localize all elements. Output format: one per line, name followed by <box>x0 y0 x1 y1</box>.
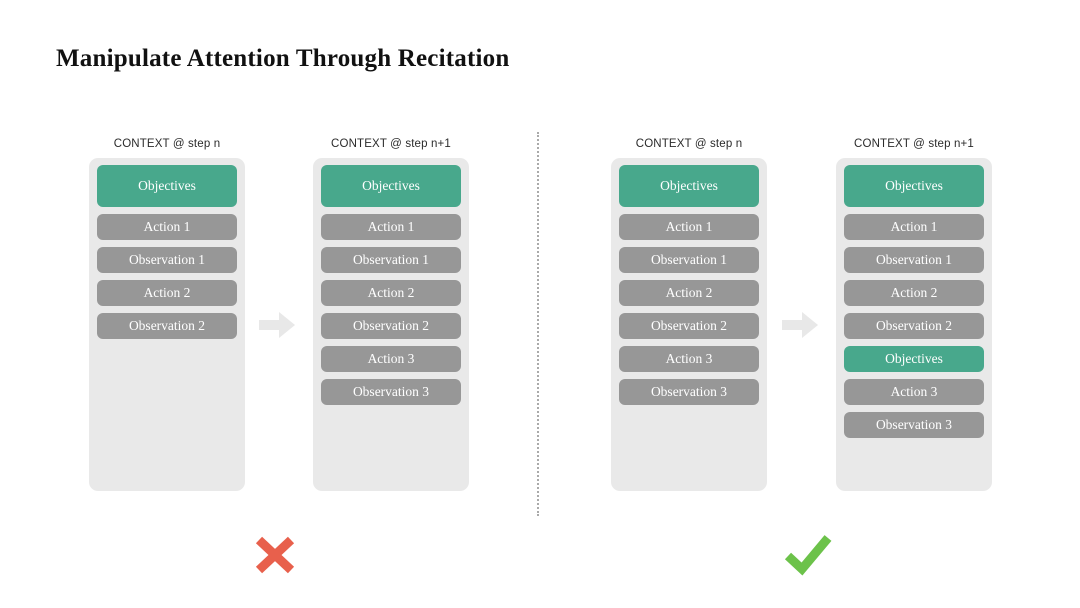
arrow-head <box>279 312 295 338</box>
context-block-observation-2: Observation 2 <box>619 313 759 339</box>
context-block-observation-1: Observation 1 <box>97 247 237 273</box>
arrow-shaft <box>259 320 281 330</box>
context-block-observation-1: Observation 1 <box>619 247 759 273</box>
column-header: CONTEXT @ step n+1 <box>331 138 451 150</box>
context-block-objectives: Objectives <box>321 165 461 207</box>
arrow-shaft <box>782 320 804 330</box>
context-block-action-1: Action 1 <box>321 214 461 240</box>
context-block-action-3: Action 3 <box>321 346 461 372</box>
context-block-objectives: Objectives <box>619 165 759 207</box>
context-block-observation-3: Observation 3 <box>321 379 461 405</box>
arrow-head <box>802 312 818 338</box>
context-block-objectives: Objectives <box>844 165 984 207</box>
context-block-action-2: Action 2 <box>619 280 759 306</box>
context-block-action-2: Action 2 <box>844 280 984 306</box>
context-block-objectives: Objectives <box>844 346 984 372</box>
context-block-observation-3: Observation 3 <box>844 412 984 438</box>
page-title: Manipulate Attention Through Recitation <box>56 45 510 72</box>
column-header: CONTEXT @ step n <box>635 138 743 150</box>
context-block-action-2: Action 2 <box>97 280 237 306</box>
context-block-observation-1: Observation 1 <box>321 247 461 273</box>
arrow-right-icon <box>259 312 295 338</box>
context-block-observation-1: Observation 1 <box>844 247 984 273</box>
context-block-action-1: Action 1 <box>844 214 984 240</box>
context-block-observation-2: Observation 2 <box>844 313 984 339</box>
context-block-objectives: Objectives <box>97 165 237 207</box>
context-block-observation-2: Observation 2 <box>321 313 461 339</box>
column-header: CONTEXT @ step n <box>113 138 221 150</box>
column-header: CONTEXT @ step n+1 <box>854 138 974 150</box>
context-block-observation-2: Observation 2 <box>97 313 237 339</box>
check-icon <box>778 530 838 580</box>
context-block-action-3: Action 3 <box>844 379 984 405</box>
context-block-action-1: Action 1 <box>97 214 237 240</box>
panel-divider <box>537 132 539 516</box>
context-block-action-2: Action 2 <box>321 280 461 306</box>
cross-icon <box>246 530 306 580</box>
context-block-action-1: Action 1 <box>619 214 759 240</box>
arrow-right-icon <box>782 312 818 338</box>
context-block-action-3: Action 3 <box>619 346 759 372</box>
context-block-observation-3: Observation 3 <box>619 379 759 405</box>
